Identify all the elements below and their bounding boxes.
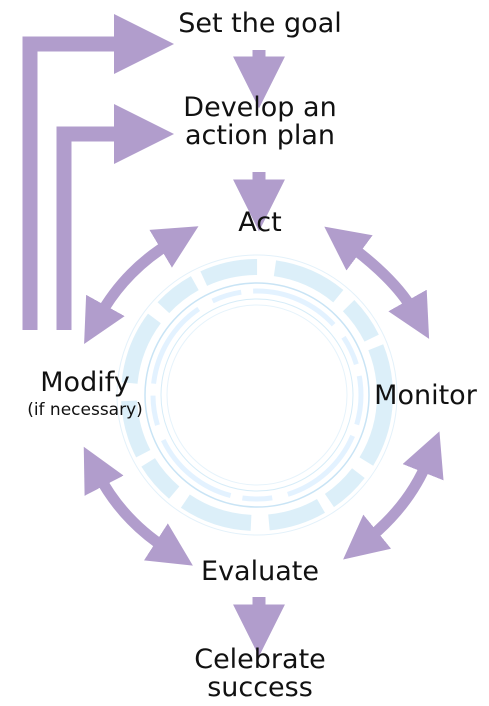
decorative-ring xyxy=(116,254,398,536)
loop-arrow-to-plan xyxy=(56,104,174,330)
step-plan-line2: action plan xyxy=(185,120,335,152)
cycle-arrow-monitor-evaluate xyxy=(343,431,444,560)
step-modify-note: (if necessary) xyxy=(27,400,143,420)
step-monitor-label: Monitor xyxy=(374,380,477,411)
loop-arrow-to-goal xyxy=(22,14,174,330)
cycle-arrow-evaluate-modify xyxy=(83,446,193,566)
step-plan-line1: Develop an xyxy=(183,92,337,123)
step-celebrate-label: Celebrate success xyxy=(160,644,360,704)
step-act-label: Act xyxy=(238,207,282,238)
step-goal-label: Set the goal xyxy=(178,8,342,39)
step-celebrate-line1: Celebrate xyxy=(194,644,326,675)
step-evaluate-label: Evaluate xyxy=(201,556,319,587)
cycle-arrow-act-monitor xyxy=(324,226,430,339)
step-celebrate-line2: success xyxy=(207,672,313,704)
cycle-arrow-modify-act xyxy=(84,226,199,344)
step-plan-label: Develop an action plan xyxy=(150,92,370,152)
step-modify-label: Modify xyxy=(40,367,130,398)
